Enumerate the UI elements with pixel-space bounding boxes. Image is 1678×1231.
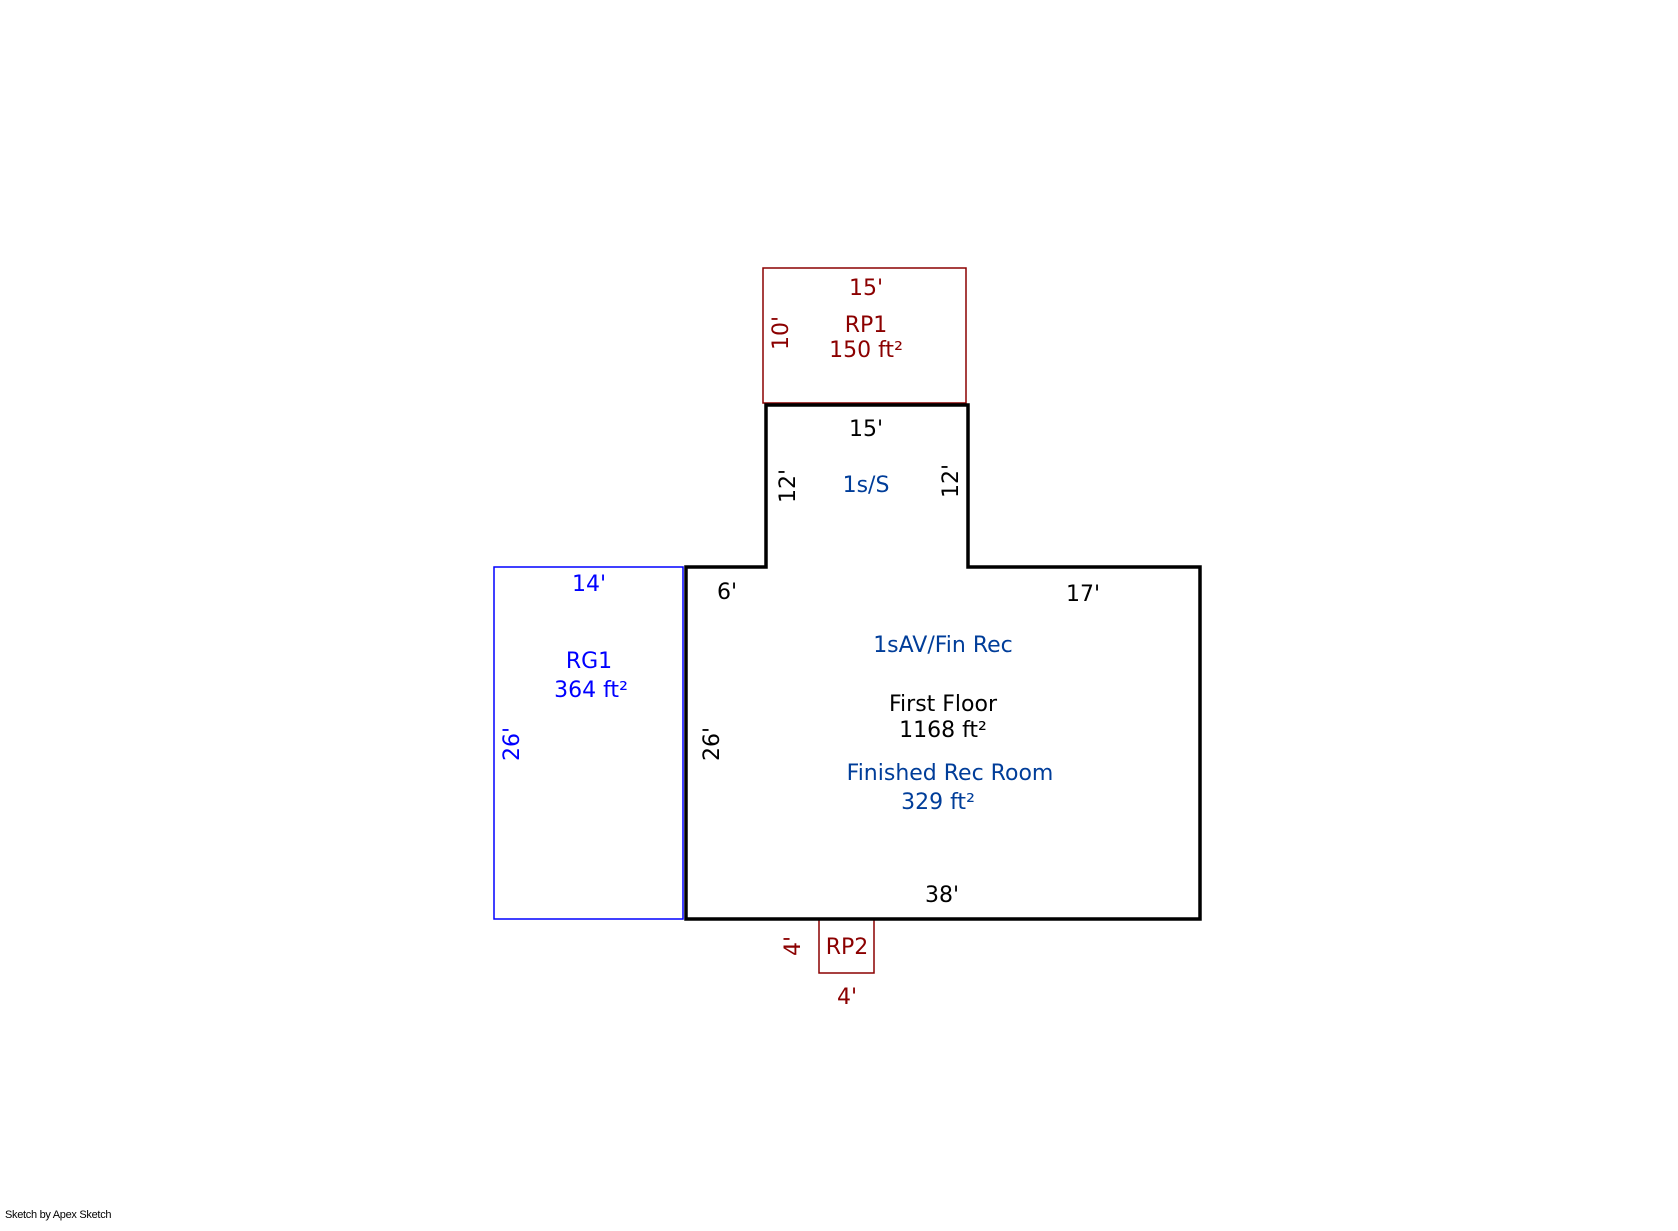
rp2-label: RP2 bbox=[826, 935, 869, 960]
rp1-side-dimension: 10' bbox=[769, 316, 794, 350]
rp1-area: 150 ft² bbox=[829, 338, 903, 363]
floor-area: 1168 ft² bbox=[899, 718, 987, 743]
main-code-label: 1sAV/Fin Rec bbox=[873, 633, 1013, 658]
floor-label: First Floor bbox=[889, 692, 998, 717]
rg1-area: 364 ft² bbox=[554, 678, 628, 703]
rp1-top-dimension: 15' bbox=[849, 276, 883, 301]
rg1-side-dimension: 26' bbox=[500, 727, 525, 761]
sunroom-right-dimension: 12' bbox=[939, 464, 964, 498]
rg1-outline bbox=[493, 566, 684, 920]
rg1-label: RG1 bbox=[566, 649, 612, 674]
sunroom-label: 1s/S bbox=[843, 473, 890, 498]
sketch-credit: Sketch by Apex Sketch bbox=[5, 1209, 112, 1221]
main-dimension-38: 38' bbox=[925, 883, 959, 908]
main-dimension-26: 26' bbox=[700, 727, 725, 761]
rp1-outline bbox=[762, 267, 967, 404]
first-floor-outline bbox=[684, 403, 1202, 921]
main-dimension-17: 17' bbox=[1066, 582, 1100, 607]
room-area: 329 ft² bbox=[901, 790, 975, 815]
sunroom-top-dimension: 15' bbox=[849, 417, 883, 442]
sunroom-left-dimension: 12' bbox=[776, 469, 801, 503]
rp2-bottom-dimension: 4' bbox=[837, 985, 857, 1010]
rp1-label: RP1 bbox=[845, 313, 888, 338]
rp2-side-dimension: 4' bbox=[781, 936, 806, 956]
rg1-top-dimension: 14' bbox=[572, 572, 606, 597]
main-dimension-6: 6' bbox=[717, 580, 737, 605]
room-name: Finished Rec Room bbox=[847, 761, 1054, 786]
